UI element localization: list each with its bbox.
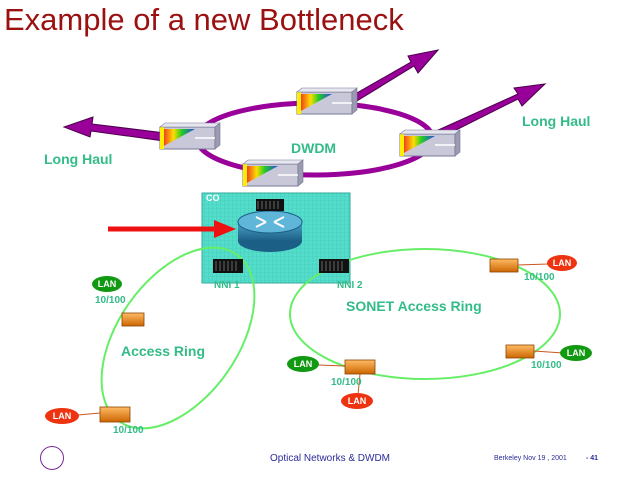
nni1-label: NNI 1 — [214, 280, 240, 291]
lan-speed-3: 10/100 — [531, 360, 562, 371]
long-haul-left-label: Long Haul — [44, 151, 113, 167]
lan-label-2: LAN — [553, 258, 572, 268]
lan-cloud-5 — [341, 393, 373, 409]
lan-speed-6: 10/100 — [113, 425, 144, 436]
sonet-device-5 — [99, 406, 131, 423]
lan-cloud-3 — [560, 345, 592, 361]
sonet-device-3 — [344, 359, 376, 375]
lan-speed-2: 10/100 — [524, 272, 555, 283]
dwdm-node-bottom — [242, 159, 304, 187]
lan-speed-4: 10/100 — [331, 377, 362, 388]
lan-cloud-2 — [547, 255, 577, 271]
lan-links — [77, 263, 564, 416]
line-cards — [213, 199, 349, 273]
lan-label-4: LAN — [294, 359, 313, 369]
lan-label-5: LAN — [348, 396, 367, 406]
lan-label-1: LAN — [98, 279, 117, 289]
long-haul-right-label: Long Haul — [522, 113, 591, 129]
dwdm-label: DWDM — [291, 140, 337, 156]
footer-center: Optical Networks & DWDM — [270, 453, 391, 464]
nni2-label: NNI 2 — [337, 280, 363, 291]
lan-clouds — [45, 255, 592, 424]
dwdm-node-right — [399, 129, 461, 157]
router-icon — [237, 210, 303, 252]
long-haul-arrows — [62, 49, 547, 142]
slide-title: Example of a new Bottleneck — [4, 2, 404, 37]
page-number: - 41 — [586, 455, 599, 462]
lan-label-6: LAN — [53, 411, 72, 421]
long-haul-arrow-top — [347, 49, 440, 105]
lan-label-3: LAN — [567, 348, 586, 358]
lan-cloud-1 — [92, 276, 122, 292]
footer-right: Berkeley Nov 19 , 2001 — [494, 455, 567, 462]
sonet-access-ring — [289, 248, 561, 380]
lan-speed-1: 10/100 — [95, 295, 126, 306]
sonet-device-4 — [505, 344, 535, 359]
long-haul-arrow-left — [62, 116, 166, 142]
sonet-ring-label: SONET Access Ring — [346, 298, 482, 314]
logo-circle-icon — [40, 446, 64, 470]
access-ring-label: Access Ring — [121, 343, 206, 359]
bottleneck-arrow — [108, 220, 236, 238]
lan-cloud-4 — [287, 356, 319, 372]
sonet-device-2 — [489, 258, 519, 273]
dwdm-node-top — [296, 87, 358, 115]
co-label: CO — [206, 193, 220, 203]
dwdm-node-left — [159, 122, 221, 150]
sonet-devices — [99, 258, 535, 423]
sonet-device-1 — [121, 312, 145, 327]
lan-cloud-6 — [45, 408, 79, 424]
long-haul-arrow-right — [435, 83, 547, 139]
